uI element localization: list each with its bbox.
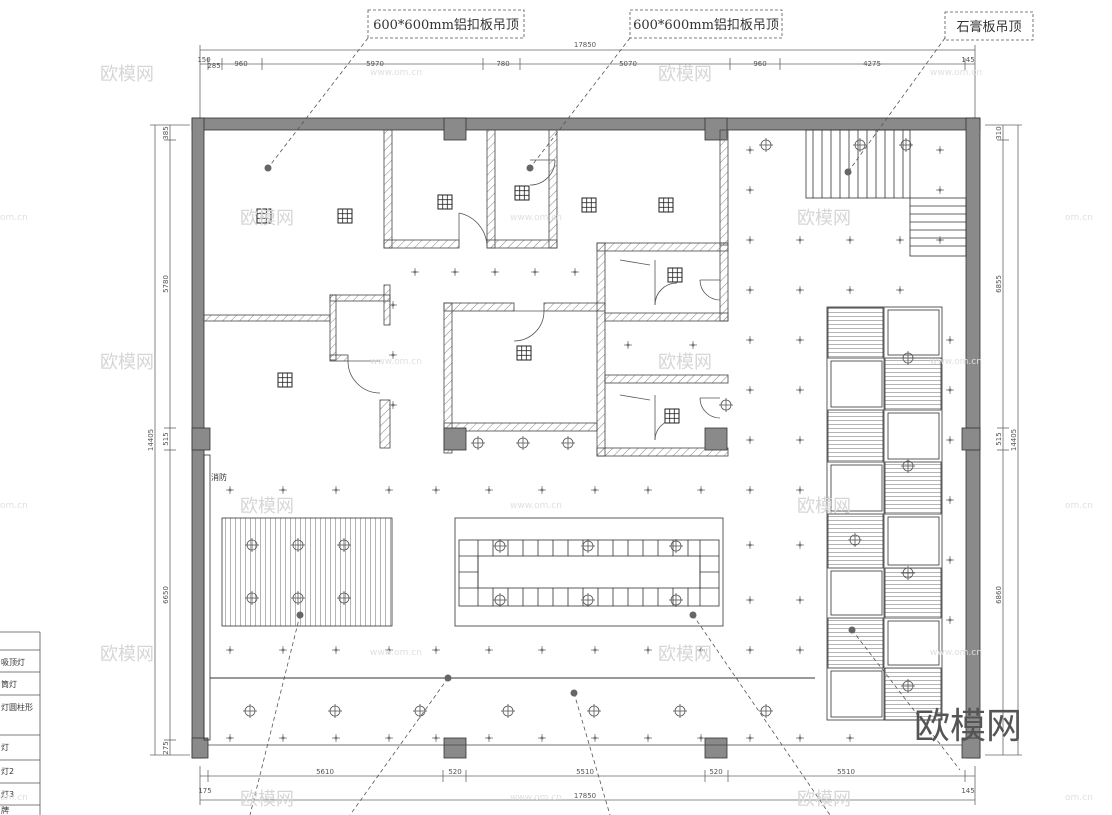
- watermark-url: www.om.cn: [930, 68, 982, 78]
- dimension-bottom-total: 17850: [574, 792, 596, 800]
- callout-ceiling-a: 600*600mm铝扣板吊顶: [367, 9, 525, 39]
- watermark-url-side: om.cn: [0, 793, 28, 803]
- watermark-url: www.om.cn: [930, 648, 982, 658]
- dimension-bottom-end-right: 145: [961, 787, 974, 795]
- brand-watermark-large: 欧模网: [914, 706, 1022, 747]
- dimension-right-total: 14405: [1010, 429, 1018, 451]
- watermark-url: www.om.cn: [370, 357, 422, 367]
- dimension-bottom-seg-1: 5610: [316, 768, 334, 776]
- dimension-left-seg-5: 275: [162, 741, 170, 754]
- watermark-brand: 欧模网: [240, 789, 294, 810]
- callout-ceiling-c: 石膏板吊顶: [944, 11, 1034, 41]
- dimension-left-seg-4: 6650: [162, 586, 170, 604]
- dimension-top-total: 17850: [574, 41, 596, 49]
- watermark-brand: 欧模网: [658, 352, 712, 373]
- watermark-url-side: om.cn: [0, 501, 28, 511]
- dimension-top-seg-8: 4275: [863, 60, 881, 68]
- top-dimension-chain: [199, 45, 976, 118]
- central-feature-ceiling: [454, 517, 724, 627]
- legend-item-7: 牌: [1, 805, 9, 815]
- dimension-top-seg-5: 780: [496, 60, 509, 68]
- interior-walls: [203, 129, 729, 457]
- watermark-url: www.om.cn: [510, 793, 562, 803]
- legend-item-3: 灯圆柱形: [1, 702, 33, 712]
- watermark-brand: 欧模网: [797, 789, 851, 810]
- stair: [805, 129, 967, 257]
- dimension-top-seg-1: 150: [197, 56, 210, 64]
- legend-item-6: 灯3: [1, 789, 14, 799]
- callout-ceiling-c-text: 石膏板吊顶: [956, 19, 1021, 35]
- dimension-top-seg-9: 145: [961, 56, 974, 64]
- dimension-top-seg-7: 960: [753, 60, 766, 68]
- legend-item-4: 灯: [1, 742, 9, 752]
- watermark-url-side: om.cn: [1065, 793, 1093, 803]
- watermark-brand: 欧模网: [797, 208, 851, 229]
- watermark-brand: 欧模网: [100, 352, 154, 373]
- legend-item-2: 筒灯: [1, 679, 17, 689]
- legend-item-5: 灯2: [1, 766, 14, 776]
- watermark-brand: 欧模网: [100, 644, 154, 665]
- checker-ceiling-panel: [826, 306, 943, 721]
- exterior-walls: [191, 117, 981, 759]
- linear-slat-ceiling: [221, 517, 393, 627]
- dimension-right-seg-1: 310: [995, 126, 1003, 139]
- watermark-url-side: om.cn: [1065, 213, 1093, 223]
- bottom-dimension-chain: [199, 766, 976, 805]
- dimension-left-seg-2: 5780: [162, 275, 170, 293]
- dimension-right-seg-3: 515: [995, 432, 1003, 445]
- legend-item-1: 吸顶灯: [1, 657, 25, 667]
- watermark-brand: 欧模网: [100, 64, 154, 85]
- dimension-bottom-end-left: 175: [198, 787, 211, 795]
- callout-ceiling-a-text: 600*600mm铝扣板吊顶: [373, 18, 519, 33]
- watermark-url: www.om.cn: [930, 357, 982, 367]
- dimension-top-seg-6: 5070: [619, 60, 637, 68]
- dimension-left-seg-3: 515: [162, 432, 170, 445]
- watermark-url-side: om.cn: [1065, 501, 1093, 511]
- dimension-left-seg-1: 385: [162, 126, 170, 139]
- watermarks: 欧模网 www.om.cn 欧模网 www.om.cn 欧模网 www.om.c…: [0, 64, 1093, 810]
- callout-ceiling-b-text: 600*600mm铝扣板吊顶: [633, 18, 779, 33]
- structural-columns: [443, 427, 728, 451]
- watermark-brand: 欧模网: [658, 64, 712, 85]
- dimension-bottom-seg-3: 5510: [576, 768, 594, 776]
- door-swings: [347, 159, 721, 441]
- right-dimension-chain: [985, 124, 1022, 756]
- watermark-url: www.om.cn: [510, 501, 562, 511]
- callout-leaders: [249, 37, 961, 815]
- watermark-url-side: om.cn: [0, 213, 28, 223]
- dimension-bottom-seg-2: 520: [448, 768, 461, 776]
- dimension-left-total: 14405: [147, 429, 155, 451]
- watermark-url: www.om.cn: [370, 68, 422, 78]
- dimension-right-seg-2: 6855: [995, 275, 1003, 293]
- legend-table: [0, 631, 41, 815]
- dimension-top-seg-3: 960: [234, 60, 247, 68]
- callout-dots: [264, 164, 856, 697]
- fire-hydrant-box: [203, 454, 211, 741]
- dimension-bottom-seg-5: 5510: [837, 768, 855, 776]
- watermark-brand: 欧模网: [240, 496, 294, 517]
- left-dimension-chain: [150, 124, 190, 756]
- watermark-brand: 欧模网: [797, 496, 851, 517]
- dimension-bottom-seg-4: 520: [709, 768, 722, 776]
- watermark-url: www.om.cn: [510, 213, 562, 223]
- watermark-brand: 欧模网: [658, 644, 712, 665]
- watermark-url: www.om.cn: [370, 648, 422, 658]
- callout-ceiling-b: 600*600mm铝扣板吊顶: [629, 9, 783, 39]
- dimension-top-seg-2: 285: [207, 62, 220, 70]
- dimension-top-seg-4: 5970: [366, 60, 384, 68]
- watermark-brand: 欧模网: [240, 208, 294, 229]
- dimension-right-seg-4: 6860: [995, 586, 1003, 604]
- fire-hydrant-label: 消防: [211, 472, 227, 482]
